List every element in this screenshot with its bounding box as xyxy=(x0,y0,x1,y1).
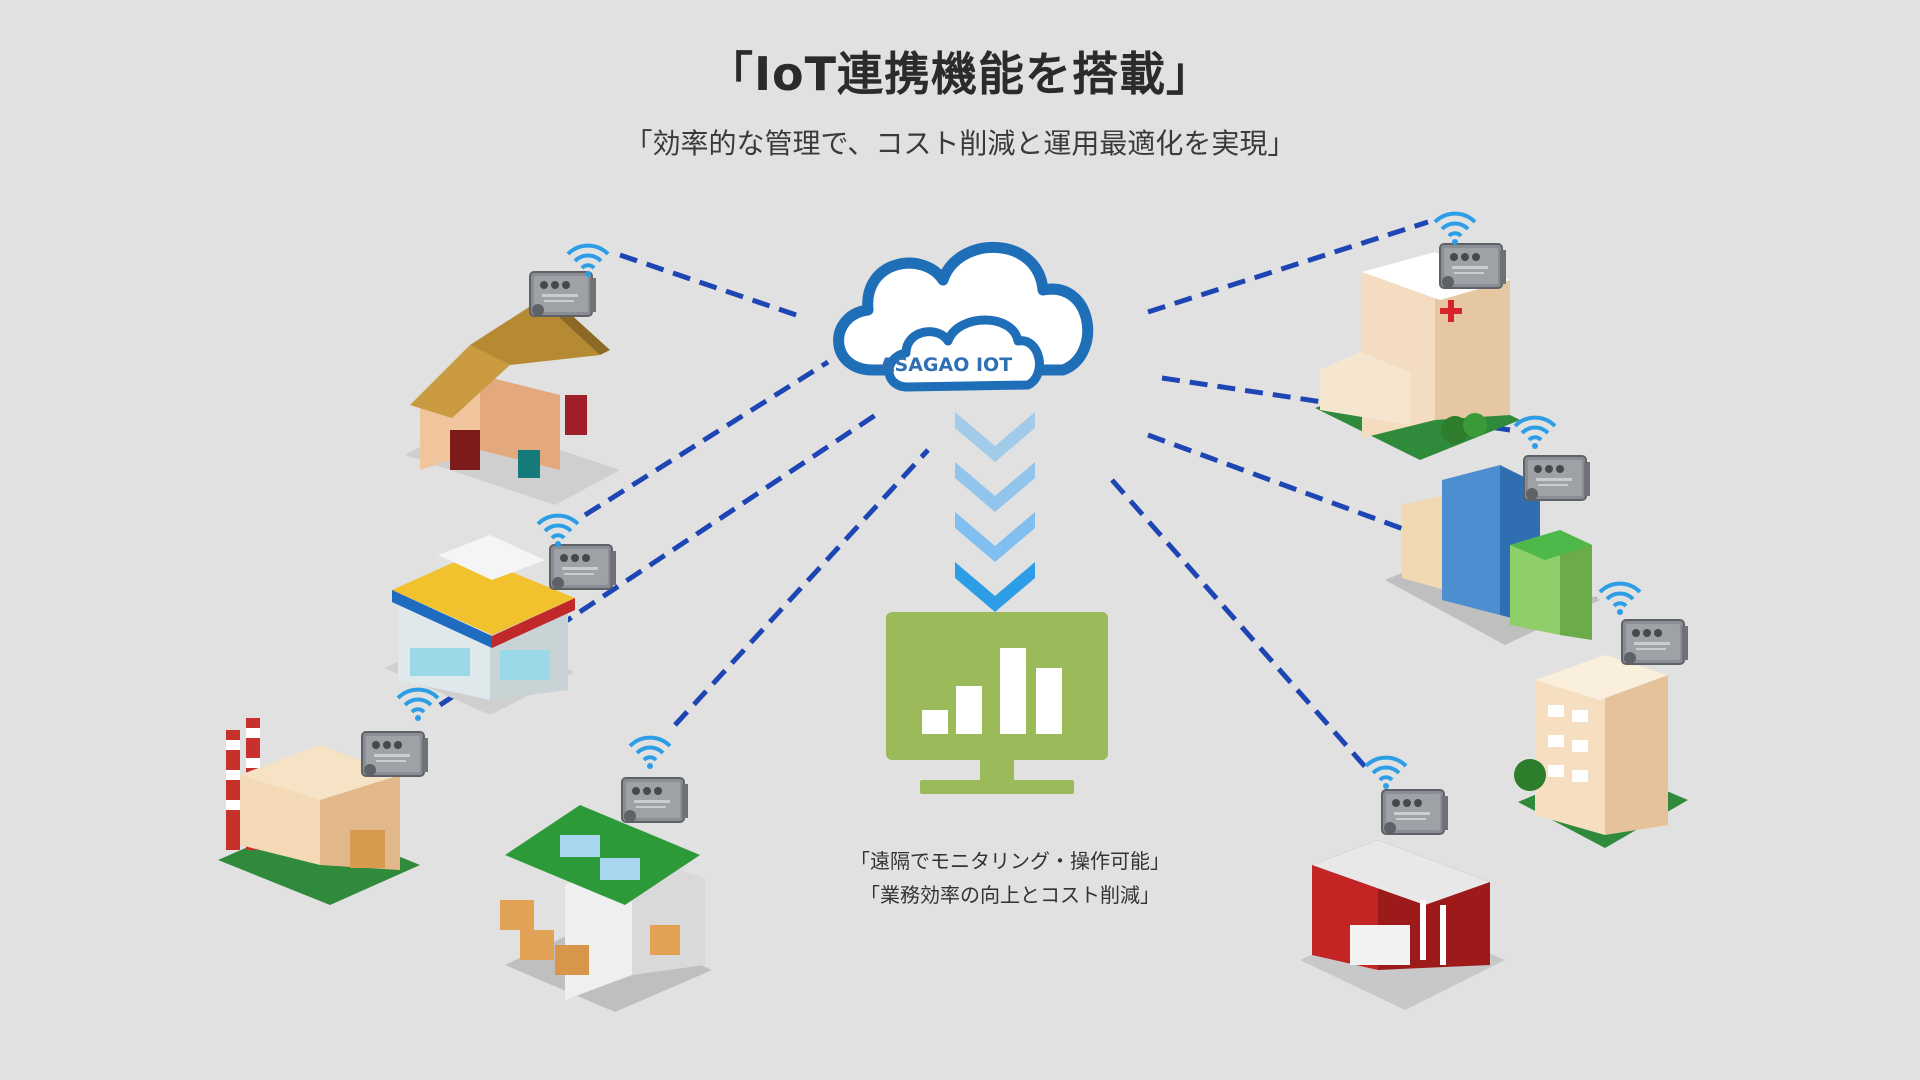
iot-gateway-icon xyxy=(361,731,429,777)
wifi-icon xyxy=(1513,415,1557,451)
monitor-caption-1: 「遠隔でモニタリング・操作可能」 xyxy=(850,849,1170,873)
chevron-down-icon xyxy=(955,412,1035,612)
red-building xyxy=(1300,755,1505,1010)
wifi-icon xyxy=(1364,755,1408,791)
wifi-icon xyxy=(1598,581,1642,617)
wifi-icon xyxy=(628,735,672,771)
iot-gateway-icon xyxy=(1439,243,1507,289)
office-buildings xyxy=(1385,415,1600,645)
page-subtitle: 「効率的な管理で、コスト削減と運用最適化を実現」 xyxy=(624,127,1296,160)
cloud-label: ASAGAO IOT xyxy=(880,354,1012,376)
wifi-icon xyxy=(1433,211,1477,247)
iot-gateway-icon xyxy=(529,271,597,317)
iot-gateway-icon xyxy=(1523,455,1591,501)
monitor-caption-2: 「業務効率の向上とコスト削減」 xyxy=(860,883,1160,907)
wifi-icon xyxy=(396,687,440,723)
warehouse-building xyxy=(500,735,712,1012)
hospital-building xyxy=(1315,211,1520,460)
apartment-building xyxy=(1514,581,1689,848)
cloud-icon: ASAGAO IOT xyxy=(833,242,1094,392)
monitor-chart-icon xyxy=(886,612,1108,794)
iot-gateway-icon xyxy=(549,544,617,590)
wifi-icon xyxy=(536,513,580,549)
factory-building xyxy=(218,687,440,905)
house-building xyxy=(405,243,620,505)
page-title: 「IoT連携機能を搭載」 xyxy=(706,47,1214,101)
iot-gateway-icon xyxy=(1381,789,1449,835)
store-building xyxy=(385,513,617,715)
iot-gateway-icon xyxy=(1621,619,1689,665)
iot-gateway-icon xyxy=(621,777,689,823)
